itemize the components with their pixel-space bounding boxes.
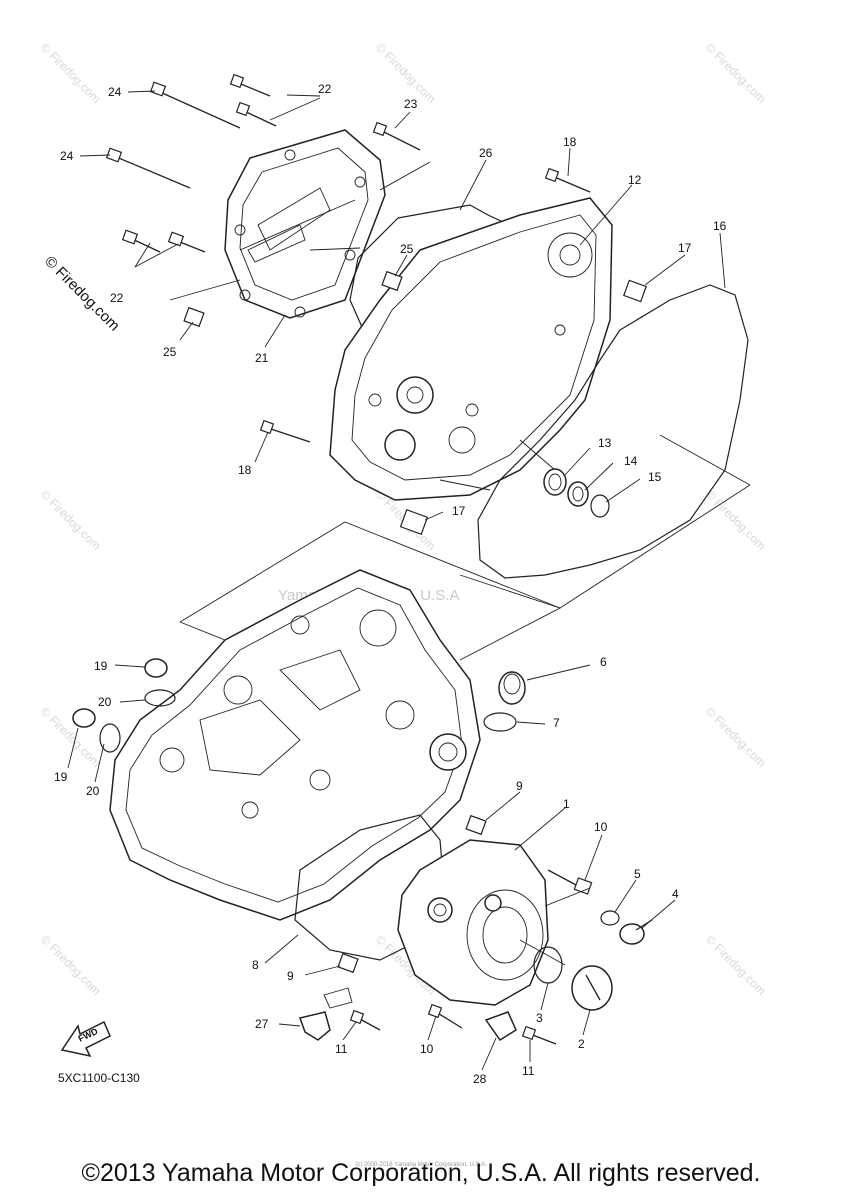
callout-label: 23 <box>404 97 418 111</box>
callout-label: 18 <box>563 135 577 149</box>
callout-label: 16 <box>713 219 727 233</box>
watermark: © Firedog.com <box>703 487 769 553</box>
callout-label: 22 <box>318 82 332 96</box>
footer-small-copyright: (c) 2000-2016 Yamaha Motor Corporation, … <box>355 1162 487 1168</box>
guide-lines-upper <box>169 161 751 609</box>
dowels-upper <box>183 270 647 535</box>
watermark: © Firedog.com <box>703 40 769 106</box>
callout-label: 24 <box>60 149 74 163</box>
left-seals <box>72 658 176 753</box>
callout-label: 28 <box>473 1072 487 1086</box>
callout-label: 18 <box>238 463 252 477</box>
watermark: © Firedog.com <box>703 932 769 998</box>
callout-label: 8 <box>252 958 259 972</box>
callout-label: 9 <box>287 969 294 983</box>
callout-label: 6 <box>600 655 607 669</box>
callout-label: 25 <box>400 242 414 256</box>
drain-plug-upper <box>483 671 526 732</box>
callout-label: 19 <box>94 659 108 673</box>
diagram-code: 5XC1100-C130 <box>58 1071 140 1085</box>
callout-label: 1 <box>563 797 570 811</box>
callout-label: 11 <box>522 1064 535 1078</box>
callout-label: 7 <box>553 716 560 730</box>
callout-label: 12 <box>628 173 642 187</box>
callout-label: 20 <box>86 784 100 798</box>
watermark: © Firedog.com <box>703 704 769 770</box>
crankcase-frame <box>179 521 562 661</box>
crankcase-gasket-right <box>477 284 749 579</box>
crankcase <box>109 569 481 921</box>
footer-copyright: ©2013 Yamaha Motor Corporation, U.S.A. A… <box>81 1159 761 1187</box>
callout-label: 2 <box>578 1037 585 1051</box>
callout-labels: 24 22 23 18 26 12 24 17 16 25 22 25 21 1… <box>54 82 727 1086</box>
watermark: © Firedog.com <box>38 40 104 106</box>
callout-label: 3 <box>536 1011 543 1025</box>
callout-label: 15 <box>648 470 662 484</box>
callout-label: 17 <box>678 241 692 255</box>
callout-label: 26 <box>479 146 493 160</box>
watermark: © Firedog.com <box>38 932 104 998</box>
callout-label: 9 <box>516 779 523 793</box>
callout-label: 22 <box>110 291 124 305</box>
clutch-cover-outer <box>224 129 386 319</box>
magneto-cover <box>397 839 549 1006</box>
bottom-parts <box>299 987 557 1045</box>
fwd-arrow-icon: FWD <box>60 1020 111 1058</box>
right-small-parts <box>337 814 653 1011</box>
callout-label: 5 <box>634 867 641 881</box>
callout-label: 19 <box>54 770 68 784</box>
crankcase-cover-right <box>329 197 613 501</box>
callout-label: 24 <box>108 85 122 99</box>
callout-label: 17 <box>452 504 466 518</box>
callout-label: 13 <box>598 436 612 450</box>
callout-label: 21 <box>255 351 269 365</box>
bolts-upper <box>105 73 591 443</box>
callout-label: 10 <box>594 820 608 834</box>
callout-label: 20 <box>98 695 112 709</box>
callout-label: 25 <box>163 345 177 359</box>
callout-label: 14 <box>624 454 638 468</box>
leader-lines <box>67 90 726 1071</box>
watermark: © Firedog.com <box>38 487 104 553</box>
callout-label: 11 <box>335 1042 348 1056</box>
callout-label: 10 <box>420 1042 434 1056</box>
callout-label: 27 <box>255 1017 269 1031</box>
callout-label: 4 <box>672 887 679 901</box>
